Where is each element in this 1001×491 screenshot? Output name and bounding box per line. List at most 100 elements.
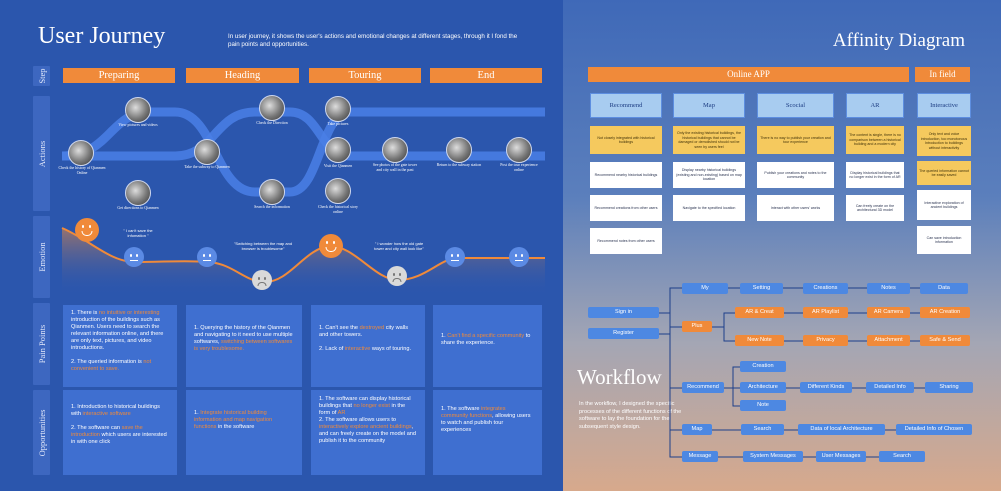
sticky-note: Can freely create on the architectural 3… xyxy=(846,195,904,221)
happy-face-icon xyxy=(75,218,99,242)
node-search: Search xyxy=(741,424,784,435)
node-setting: Setting xyxy=(740,283,783,294)
node-message: Message xyxy=(682,451,718,462)
affinity-title: Affinity Diagram xyxy=(832,30,965,51)
node-creations: Creations xyxy=(803,283,848,294)
sticky-note: Interactive exploration of ancient build… xyxy=(917,190,971,220)
sticky-note: Display historical buildings that no lon… xyxy=(846,162,904,188)
sticky-note: Only the existing historical buildings, … xyxy=(673,126,745,154)
sad-face-icon xyxy=(252,270,272,290)
stage-touring: Touring xyxy=(309,68,421,83)
node-user-messages: User Messages xyxy=(816,451,866,462)
sticky-note: There is no way to publish your creation… xyxy=(757,126,834,154)
action-caption: Visit the Qianmen xyxy=(323,164,353,168)
stage-heading: Heading xyxy=(186,68,299,83)
node-system-messages: System Messages xyxy=(743,451,803,462)
node-detailed-info-chosen: Detailed Info of Chosen xyxy=(896,424,972,435)
happy-face-icon xyxy=(319,234,343,258)
pain-point-end: 1. Can't find a specific community to sh… xyxy=(433,305,542,387)
row-label-step: Step xyxy=(33,66,50,86)
action-caption: Check the historical story online xyxy=(318,205,358,214)
column-interactive: Interactive xyxy=(917,93,971,118)
user-journey-intro: In user journey, it shows the user's act… xyxy=(228,33,518,48)
neutral-face-icon xyxy=(197,247,217,267)
opportunity-heading: 1. Integrate historical building informa… xyxy=(186,390,302,475)
sad-face-icon xyxy=(387,266,407,286)
column-recommend: Recommend xyxy=(590,93,662,118)
workflow-description: In the workflow, I designed the specific… xyxy=(579,401,682,430)
opportunity-preparing: 1. Introduction to historical buildings … xyxy=(63,390,177,475)
action-photo xyxy=(325,96,351,122)
opportunity-touring: 1. The software can display historical b… xyxy=(311,390,425,475)
sticky-note: Recommend nearby historical buildings xyxy=(590,162,662,188)
row-label-opportunities: Opportunities xyxy=(33,390,50,475)
action-caption: See photos of the gate tower and city wa… xyxy=(372,163,418,172)
action-caption: Check the Direction xyxy=(256,121,288,125)
node-privacy: Privacy xyxy=(803,335,848,346)
row-label-actions: Actions xyxy=(33,96,50,211)
emotion-quote: " I can't save the infomation " xyxy=(123,228,153,238)
sticky-note: The content is single, there is no compa… xyxy=(846,126,904,154)
neutral-face-icon xyxy=(124,247,144,267)
action-photo xyxy=(259,95,285,121)
action-caption: Post the tour experience online xyxy=(500,163,538,172)
sticky-note: Recommend creations from other users xyxy=(590,195,662,221)
stage-preparing: Preparing xyxy=(63,68,175,83)
action-caption: Check the history of Qianmen Online xyxy=(58,166,106,175)
action-caption: Get directions to Qianmen xyxy=(117,206,159,210)
node-architecture: Architecture xyxy=(740,382,786,393)
emotion-area xyxy=(62,228,545,296)
action-photo xyxy=(506,137,532,163)
sticky-note: Interact with other users' works xyxy=(757,195,834,221)
sticky-note: Display nearby historical buildings (exi… xyxy=(673,162,745,188)
action-photo xyxy=(325,137,351,163)
neutral-face-icon xyxy=(445,247,465,267)
neutral-face-icon xyxy=(509,247,529,267)
node-note: Note xyxy=(740,400,786,411)
action-photo xyxy=(325,178,351,204)
node-map: Map xyxy=(682,424,712,435)
sticky-note: Not closely integrated with historical b… xyxy=(590,126,662,154)
node-safe-send: Safe & Send xyxy=(920,335,970,346)
action-caption: Return to the subway station xyxy=(436,163,482,167)
action-photo xyxy=(259,179,285,205)
action-photo xyxy=(125,180,151,206)
node-ar-creat: AR & Creat xyxy=(735,307,784,318)
node-ar-camera: AR Camera xyxy=(867,307,910,318)
emotion-quote: "Switching between the map and browser i… xyxy=(233,241,293,251)
node-data: Data xyxy=(920,283,968,294)
pain-point-touring: 1. Can't see the destroyed city walls an… xyxy=(311,305,425,387)
action-photo xyxy=(382,137,408,163)
action-caption: Take pictures xyxy=(327,122,349,126)
column-social: Scocial xyxy=(757,93,834,118)
node-sign-in: Sign in xyxy=(588,307,659,318)
sticky-note: Can save introduction information xyxy=(917,226,971,254)
node-notes: Notes xyxy=(867,283,910,294)
action-caption: Take the subway to Qianmen xyxy=(184,165,230,169)
node-creation: Creation xyxy=(740,361,786,372)
node-new-note: New Note xyxy=(735,335,784,346)
group-online-app: Online APP xyxy=(588,67,909,82)
node-my: My xyxy=(682,283,728,294)
node-ar-playlist: AR Playlist xyxy=(803,307,848,318)
pain-point-heading: 1. Querying the history of the Qianmen a… xyxy=(186,305,302,387)
node-search-messages: Search xyxy=(879,451,925,462)
node-detailed-info: Detailed Info xyxy=(866,382,914,393)
column-map: Map xyxy=(673,93,745,118)
emotion-quote: " I wonder how the old gate tower and ci… xyxy=(374,241,424,251)
node-data-local-architecture: Data of local Architecture xyxy=(798,424,885,435)
action-photo xyxy=(68,140,94,166)
group-in-field: In field xyxy=(915,67,970,82)
opportunity-end: 1. The software integrates community fun… xyxy=(433,390,542,475)
stage-end: End xyxy=(430,68,542,83)
action-caption: View pictures and videos xyxy=(118,123,158,127)
action-photo xyxy=(194,139,220,165)
user-journey-title: User Journey xyxy=(38,23,166,49)
row-label-pain-points: Pain Points xyxy=(33,303,50,385)
action-photo xyxy=(446,137,472,163)
sticky-note: Publish your creations and notes to the … xyxy=(757,162,834,188)
action-caption: Search the information xyxy=(254,205,290,209)
sticky-note: The queried information cannot be easily… xyxy=(917,161,971,185)
sticky-note: Only text and voice introduction, too mo… xyxy=(917,126,971,156)
